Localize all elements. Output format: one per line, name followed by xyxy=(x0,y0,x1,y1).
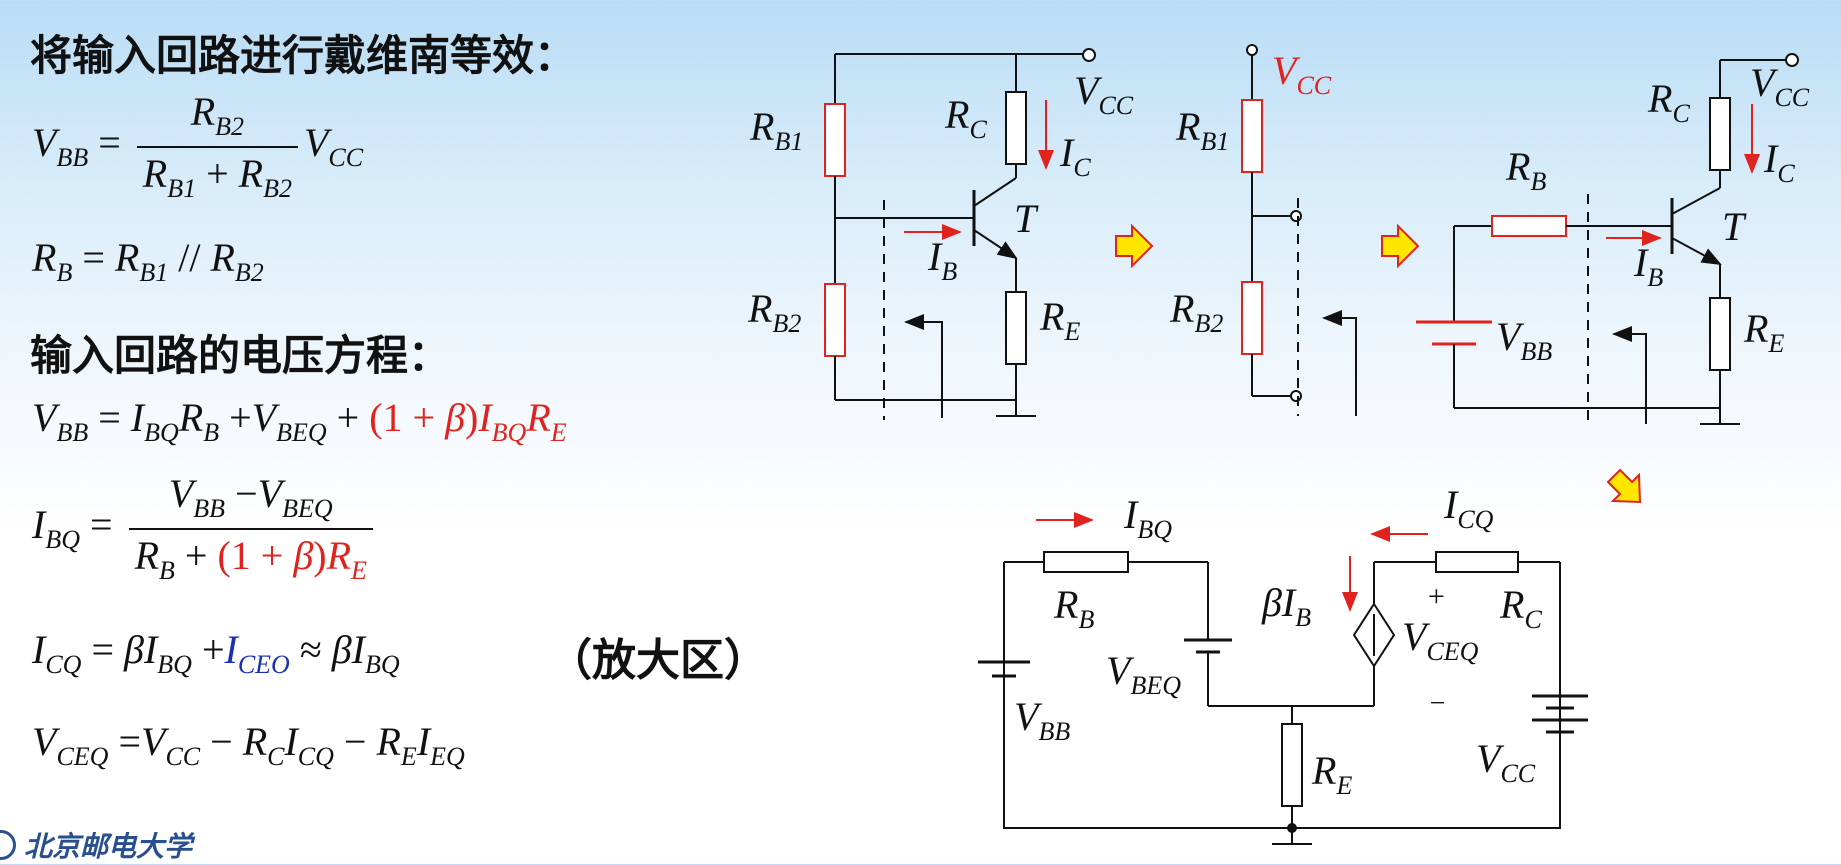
circuit-dc-model xyxy=(978,512,1588,845)
svg-text:RE: RE xyxy=(1311,748,1352,800)
circuit-divider xyxy=(1241,44,1357,416)
amplification-region-note: （放大区） xyxy=(548,635,768,686)
svg-text:RC: RC xyxy=(1499,582,1542,634)
university-logo: 北京邮电大学 xyxy=(0,826,192,864)
heading-thevenin: 将输入回路进行戴维南等效： xyxy=(30,31,577,80)
equation-vceq: VCEQ =VCC − RCICQ − REIEQ xyxy=(32,719,465,771)
svg-text:IB: IB xyxy=(927,234,957,286)
svg-text:RB1: RB1 xyxy=(749,104,803,156)
svg-text:VBB: VBB xyxy=(1014,694,1070,746)
circuit-thevenin xyxy=(1416,53,1799,425)
transition-arrows xyxy=(1115,223,1642,504)
svg-text:+: + xyxy=(1426,580,1446,613)
heading-loop-equation: 输入回路的电压方程： xyxy=(30,331,451,380)
svg-text:IC: IC xyxy=(1763,136,1795,188)
svg-text:IC: IC xyxy=(1059,130,1091,182)
svg-text:VCEQ: VCEQ xyxy=(1402,614,1479,666)
svg-text:T: T xyxy=(1722,204,1747,249)
svg-text:VCC: VCC xyxy=(1074,68,1134,120)
svg-text:VBB: VBB xyxy=(1496,314,1552,366)
logo-text: 北京邮电大学 xyxy=(24,830,193,863)
svg-text:RE: RE xyxy=(1039,294,1080,346)
svg-text:IB: IB xyxy=(1633,240,1663,292)
svg-text:VCC: VCC xyxy=(1750,60,1810,112)
svg-text:RB2: RB2 xyxy=(747,286,801,338)
svg-text:RB: RB xyxy=(1505,144,1546,196)
svg-text:RE: RE xyxy=(1743,306,1784,358)
svg-text:RB: RB xyxy=(1053,582,1094,634)
svg-text:−: − xyxy=(1428,688,1447,719)
circuit-original xyxy=(824,48,1096,420)
svg-text:VCC: VCC xyxy=(1272,48,1332,100)
svg-text:ICQ: ICQ xyxy=(1443,482,1494,534)
svg-text:VCC: VCC xyxy=(1476,736,1536,788)
svg-text:VBEQ: VBEQ xyxy=(1106,648,1181,700)
svg-text:RC: RC xyxy=(1647,76,1690,128)
equation-loop: VBB = IBQRB +VBEQ + (1 + β)IBQRE xyxy=(32,395,567,447)
svg-text:T: T xyxy=(1014,196,1039,241)
svg-text:RC: RC xyxy=(944,92,987,144)
svg-text:RB2: RB2 xyxy=(1169,286,1223,338)
equation-icq: ICQ = βIBQ +ICEO ≈ βIBQ xyxy=(32,627,400,679)
svg-text:RB1: RB1 xyxy=(1175,104,1229,156)
svg-text:IBQ: IBQ xyxy=(1123,492,1172,544)
equation-rb: RB = RB1 // RB2 xyxy=(32,235,264,287)
svg-text:βIB: βIB xyxy=(1261,580,1311,632)
